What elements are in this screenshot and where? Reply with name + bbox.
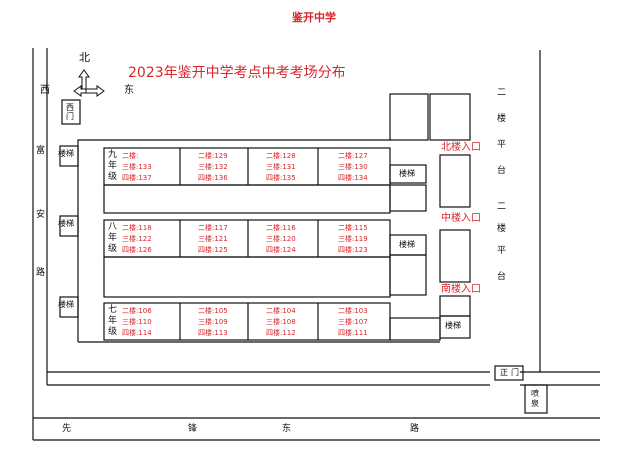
compass-north-label: 北 (79, 51, 90, 64)
room-line: 四楼:125 (198, 246, 228, 254)
south-road-char-3: 东 (282, 424, 292, 434)
platform-char: 台 (497, 166, 507, 176)
room-block-7-3: 二楼:104 三楼:108 四楼:112 (266, 306, 328, 339)
room-line: 二楼:103 (338, 307, 368, 315)
room-block-8-1: 二楼:118 三楼:122 四楼:126 (122, 223, 184, 256)
room-line: 三楼:120 (266, 235, 296, 243)
south-entrance-label: 南楼入口 (441, 284, 481, 295)
stairs-east-8: 楼梯 (399, 240, 415, 249)
room-line: 三楼:122 (122, 235, 152, 243)
compass-west-label: 西 (40, 85, 50, 96)
south-road-char-2: 锋 (188, 424, 198, 434)
room-block-7-4: 二楼:103 三楼:107 四楼:111 (338, 306, 400, 339)
grade-7-label: 七年级 (108, 305, 118, 337)
room-line: 四楼:126 (122, 246, 152, 254)
room-line: 二楼:116 (266, 224, 296, 232)
west-gate-label: 西门 (66, 103, 74, 121)
room-line: 四楼:113 (198, 329, 228, 337)
fountain-label: 喷泉 (531, 389, 539, 408)
room-line: 二楼:104 (266, 307, 296, 315)
room-block-9-2: 二楼:129 三楼:132 四楼:136 (198, 151, 260, 184)
room-block-9-1: 二楼: 三楼:133 四楼:137 (122, 151, 184, 184)
stairs-east-9: 楼梯 (399, 169, 415, 178)
room-block-9-3: 二楼:128 三楼:131 四楼:135 (266, 151, 328, 184)
stairs-east-7: 楼梯 (445, 321, 461, 330)
south-road-char-1: 先 (62, 424, 72, 434)
room-line: 三楼:130 (338, 163, 368, 171)
room-line: 二楼:128 (266, 152, 296, 160)
room-line: 四楼:137 (122, 174, 152, 182)
room-line: 三楼:131 (266, 163, 296, 171)
room-line: 二楼:118 (122, 224, 152, 232)
grade-8-label: 八年级 (108, 222, 118, 254)
platform-char: 楼 (497, 224, 507, 234)
room-line: 二楼:129 (198, 152, 228, 160)
school-header: 鉴开中学 (292, 11, 336, 24)
stairs-west-7: 楼梯 (58, 300, 74, 309)
room-line: 二楼:106 (122, 307, 152, 315)
platform-char: 平 (497, 246, 507, 256)
stairs-west-8: 楼梯 (58, 219, 74, 228)
room-line: 四楼:136 (198, 174, 228, 182)
grade-9-label: 九年级 (108, 150, 118, 182)
north-entrance-label: 北楼入口 (441, 142, 481, 153)
room-block-8-2: 二楼:117 三楼:121 四楼:125 (198, 223, 260, 256)
platform-char: 台 (497, 272, 507, 282)
room-block-7-1: 二楼:106 三楼:110 四楼:114 (122, 306, 184, 339)
south-road-char-4: 路 (410, 424, 420, 434)
compass-east-label: 东 (124, 85, 134, 96)
room-line: 三楼:119 (338, 235, 368, 243)
room-line: 四楼:112 (266, 329, 296, 337)
platform-char: 平 (497, 140, 507, 150)
room-block-7-2: 二楼:105 三楼:109 四楼:113 (198, 306, 260, 339)
room-line: 二楼:117 (198, 224, 228, 232)
stairs-west-9: 楼梯 (58, 149, 74, 158)
room-line: 二楼:127 (338, 152, 368, 160)
middle-entrance-label: 中楼入口 (441, 213, 481, 224)
room-line: 二楼: (122, 152, 139, 160)
room-line: 四楼:111 (338, 329, 368, 337)
room-line: 二楼:115 (338, 224, 368, 232)
room-line: 三楼:132 (198, 163, 228, 171)
room-line: 四楼:135 (266, 174, 296, 182)
room-line: 三楼:110 (122, 318, 152, 326)
room-line: 四楼:134 (338, 174, 368, 182)
platform-char: 二 (497, 88, 507, 98)
main-gate-label: 正门 (500, 368, 522, 377)
room-line: 二楼:105 (198, 307, 228, 315)
platform-char: 楼 (497, 114, 507, 124)
room-line: 三楼:109 (198, 318, 228, 326)
map-title: 2023年鉴开中学考点中考考场分布 (128, 65, 346, 81)
west-road-char-3: 路 (36, 268, 46, 278)
room-line: 四楼:124 (266, 246, 296, 254)
west-road-char-1: 富 (36, 146, 46, 156)
room-line: 四楼:114 (122, 329, 152, 337)
room-block-8-4: 二楼:115 三楼:119 四楼:123 (338, 223, 400, 256)
room-line: 三楼:107 (338, 318, 368, 326)
room-line: 三楼:121 (198, 235, 228, 243)
room-line: 四楼:123 (338, 246, 368, 254)
platform-char: 二 (497, 202, 507, 212)
west-road-char-2: 安 (36, 210, 46, 220)
room-block-9-4: 二楼:127 三楼:130 四楼:134 (338, 151, 400, 184)
room-block-8-3: 二楼:116 三楼:120 四楼:124 (266, 223, 328, 256)
room-line: 三楼:108 (266, 318, 296, 326)
room-line: 三楼:133 (122, 163, 152, 171)
